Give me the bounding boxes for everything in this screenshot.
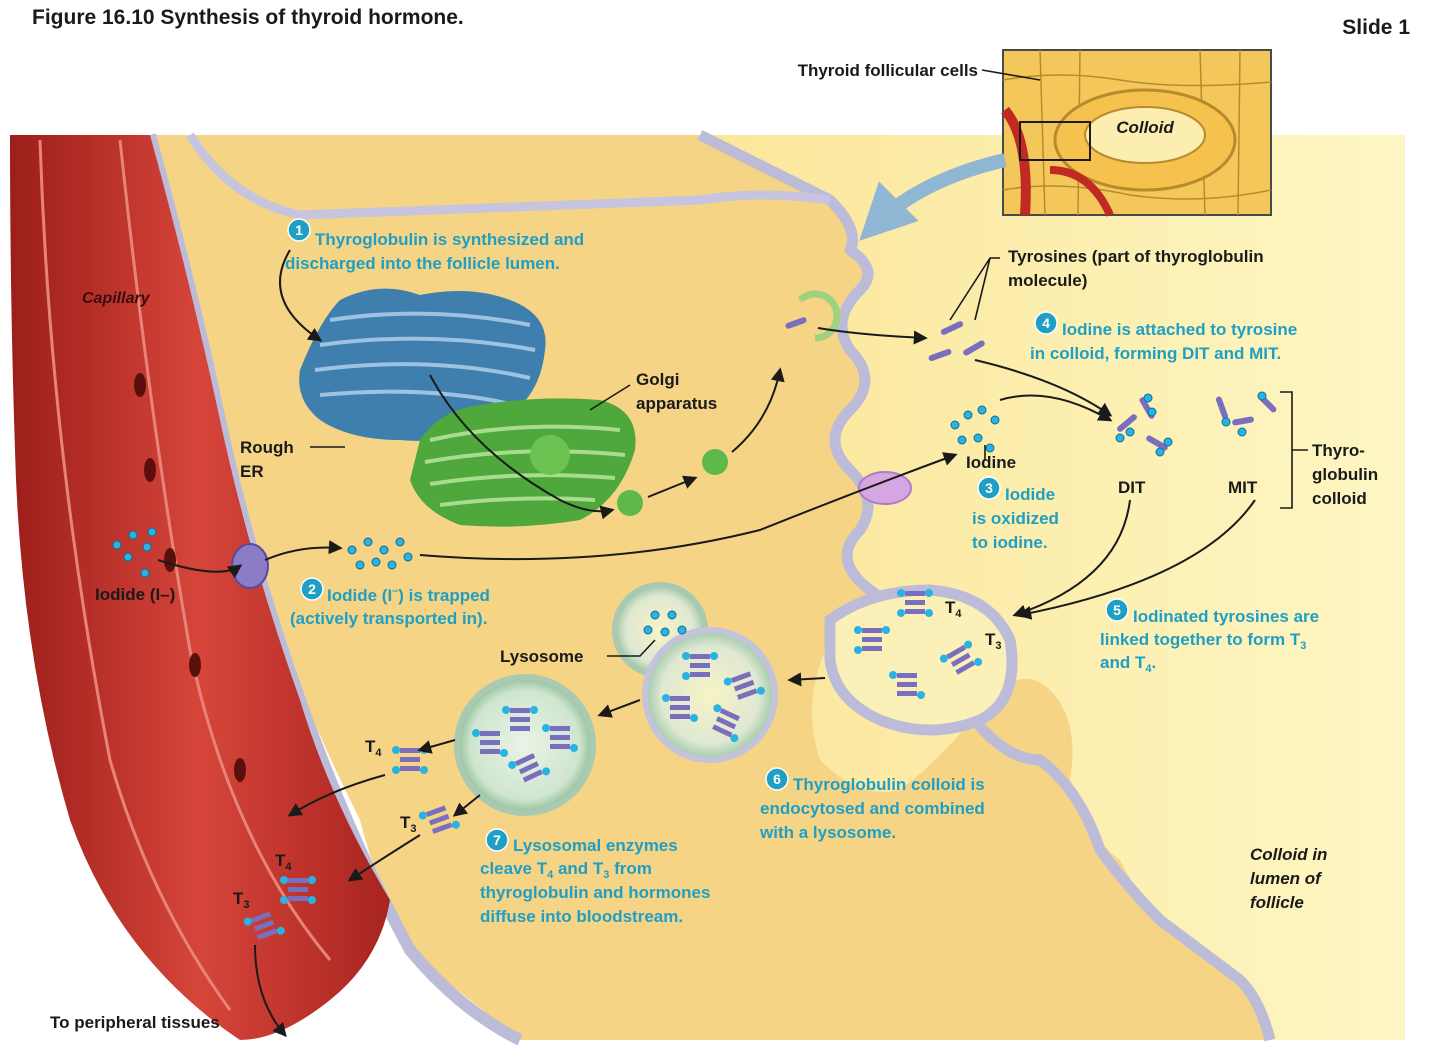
capillary-wall-line-2 [118, 139, 332, 961]
apical-transporter [858, 471, 912, 505]
svg-text:4: 4 [1042, 315, 1050, 331]
svg-text:Lysosomal enzymes: Lysosomal enzymes [513, 836, 678, 855]
svg-text:Iodine is attached to tyrosine: Iodine is attached to tyrosine [1062, 320, 1297, 339]
step-2: 2 Iodide (I–) is trapped (actively trans… [290, 577, 490, 628]
dit-molecules [1115, 393, 1173, 457]
thyroglobulin-colloid-label: Thyro- [1312, 441, 1365, 460]
inset-leader [981, 69, 1041, 81]
inset-follicle-image: Colloid [1001, 49, 1272, 217]
rough-er [299, 288, 546, 441]
golgi-label-2: apparatus [636, 394, 717, 413]
colloid-lumen-label-2: lumen of [1250, 869, 1323, 888]
svg-text:6: 6 [773, 771, 781, 787]
iodine-label: Iodine [966, 453, 1016, 472]
colloid-lumen-label-3: follicle [1250, 893, 1304, 912]
tyrosines-label-2: molecule) [1008, 271, 1087, 290]
step-7: 7 Lysosomal enzymes cleave T4 and T3 fro… [480, 828, 710, 926]
step-5: 5 Iodinated tyrosines are linked togethe… [1100, 598, 1319, 675]
svg-text:Thyroglobulin colloid is: Thyroglobulin colloid is [793, 775, 985, 794]
capillary-label: Capillary [82, 290, 151, 307]
svg-text:is oxidized: is oxidized [972, 509, 1059, 528]
vesicle [617, 490, 643, 516]
t3-label: T3 [985, 630, 1002, 652]
svg-text:2: 2 [308, 581, 316, 597]
vesicle [702, 449, 728, 475]
step-1: 1 Thyroglobulin is synthesized and disch… [285, 218, 584, 273]
svg-text:with a lysosome.: with a lysosome. [759, 823, 896, 842]
inset-pointer-arrow [859, 153, 1007, 241]
svg-text:1: 1 [295, 222, 303, 238]
lysosome-dots [643, 610, 687, 637]
svg-text:thyroglobulin and hormones: thyroglobulin and hormones [480, 883, 710, 902]
t3-label: T3 [233, 889, 250, 911]
rough-er-label-2: ER [240, 462, 264, 481]
svg-text:and T4.: and T4. [1100, 653, 1156, 675]
svg-text:endocytosed and combined: endocytosed and combined [760, 799, 985, 818]
lysosome-with-hormones [454, 674, 596, 816]
exocytosis-vesicle [797, 290, 841, 342]
lysosome-combining [612, 582, 778, 763]
svg-text:diffuse into bloodstream.: diffuse into bloodstream. [480, 907, 683, 926]
leader-lines [310, 257, 1308, 657]
svg-text:linked together to form T3: linked together to form T3 [1100, 630, 1306, 652]
apical-membrane [697, 130, 894, 634]
inset-colloid-label: Colloid [1116, 118, 1174, 137]
tyrosine-bars [785, 317, 985, 362]
step-6: 6 Thyroglobulin colloid is endocytosed a… [759, 767, 985, 842]
iodide-transporter [231, 543, 269, 589]
process-arrows [157, 249, 1256, 1038]
mit-molecules [1215, 391, 1277, 437]
iodide-label: Iodide (I–) [95, 585, 175, 604]
svg-text:Iodinated tyrosines are: Iodinated tyrosines are [1133, 607, 1319, 626]
step-4: 4 Iodine is attached to tyrosine in coll… [1030, 311, 1297, 363]
rough-er-label: Rough [240, 438, 294, 457]
svg-text:Iodide (I–) is trapped: Iodide (I–) is trapped [327, 585, 490, 605]
t4-label: T4 [275, 851, 292, 873]
capillary-pores [134, 373, 246, 782]
peripheral-tissues-label: To peripheral tissues [50, 1013, 220, 1032]
inset-label: Thyroid follicular cells [798, 61, 978, 80]
cell-border-top [186, 132, 831, 220]
t4-label: T4 [945, 598, 962, 620]
svg-text:7: 7 [493, 832, 501, 848]
dit-label: DIT [1118, 478, 1146, 497]
svg-text:Iodide: Iodide [1005, 485, 1055, 504]
step-3: 3 Iodide is oxidized to iodine. [972, 476, 1059, 552]
svg-text:5: 5 [1113, 602, 1121, 618]
tyrosines-label: Tyrosines (part of thyroglobulin [1008, 247, 1264, 266]
t4-label: T4 [365, 737, 382, 759]
slide-label: Slide 1 [1342, 16, 1410, 39]
thyroglobulin-colloid-label-3: colloid [1312, 489, 1367, 508]
svg-text:to iodine.: to iodine. [972, 533, 1048, 552]
golgi-label: Golgi [636, 370, 679, 389]
colloid-lumen-label: Colloid in [1250, 845, 1327, 864]
svg-text:cleave T4 and T3 from: cleave T4 and T3 from [480, 859, 652, 881]
lysosome-label: Lysosome [500, 647, 583, 666]
mit-label: MIT [1228, 478, 1258, 497]
golgi-apparatus [410, 398, 636, 527]
svg-text:Thyroglobulin is synthesized a: Thyroglobulin is synthesized and [315, 230, 584, 249]
t3-label: T3 [400, 813, 417, 835]
svg-text:discharged into the follicle l: discharged into the follicle lumen. [285, 254, 560, 273]
figure-title: Figure 16.10 Synthesis of thyroid hormon… [32, 6, 464, 29]
svg-text:in colloid, forming DIT and MI: in colloid, forming DIT and MIT. [1030, 344, 1281, 363]
endocytosis-pocket [824, 584, 1018, 736]
hormone-clusters [243, 589, 983, 940]
svg-text:3: 3 [985, 480, 993, 496]
iodine-dots [950, 405, 1000, 453]
iodide-capillary-dots [112, 527, 157, 578]
thyroglobulin-colloid-label-2: globulin [1312, 465, 1378, 484]
iodide-cell-dots [347, 537, 413, 570]
capillary-wall-line [38, 139, 232, 1011]
svg-text:(actively transported in).: (actively transported in). [290, 609, 487, 628]
